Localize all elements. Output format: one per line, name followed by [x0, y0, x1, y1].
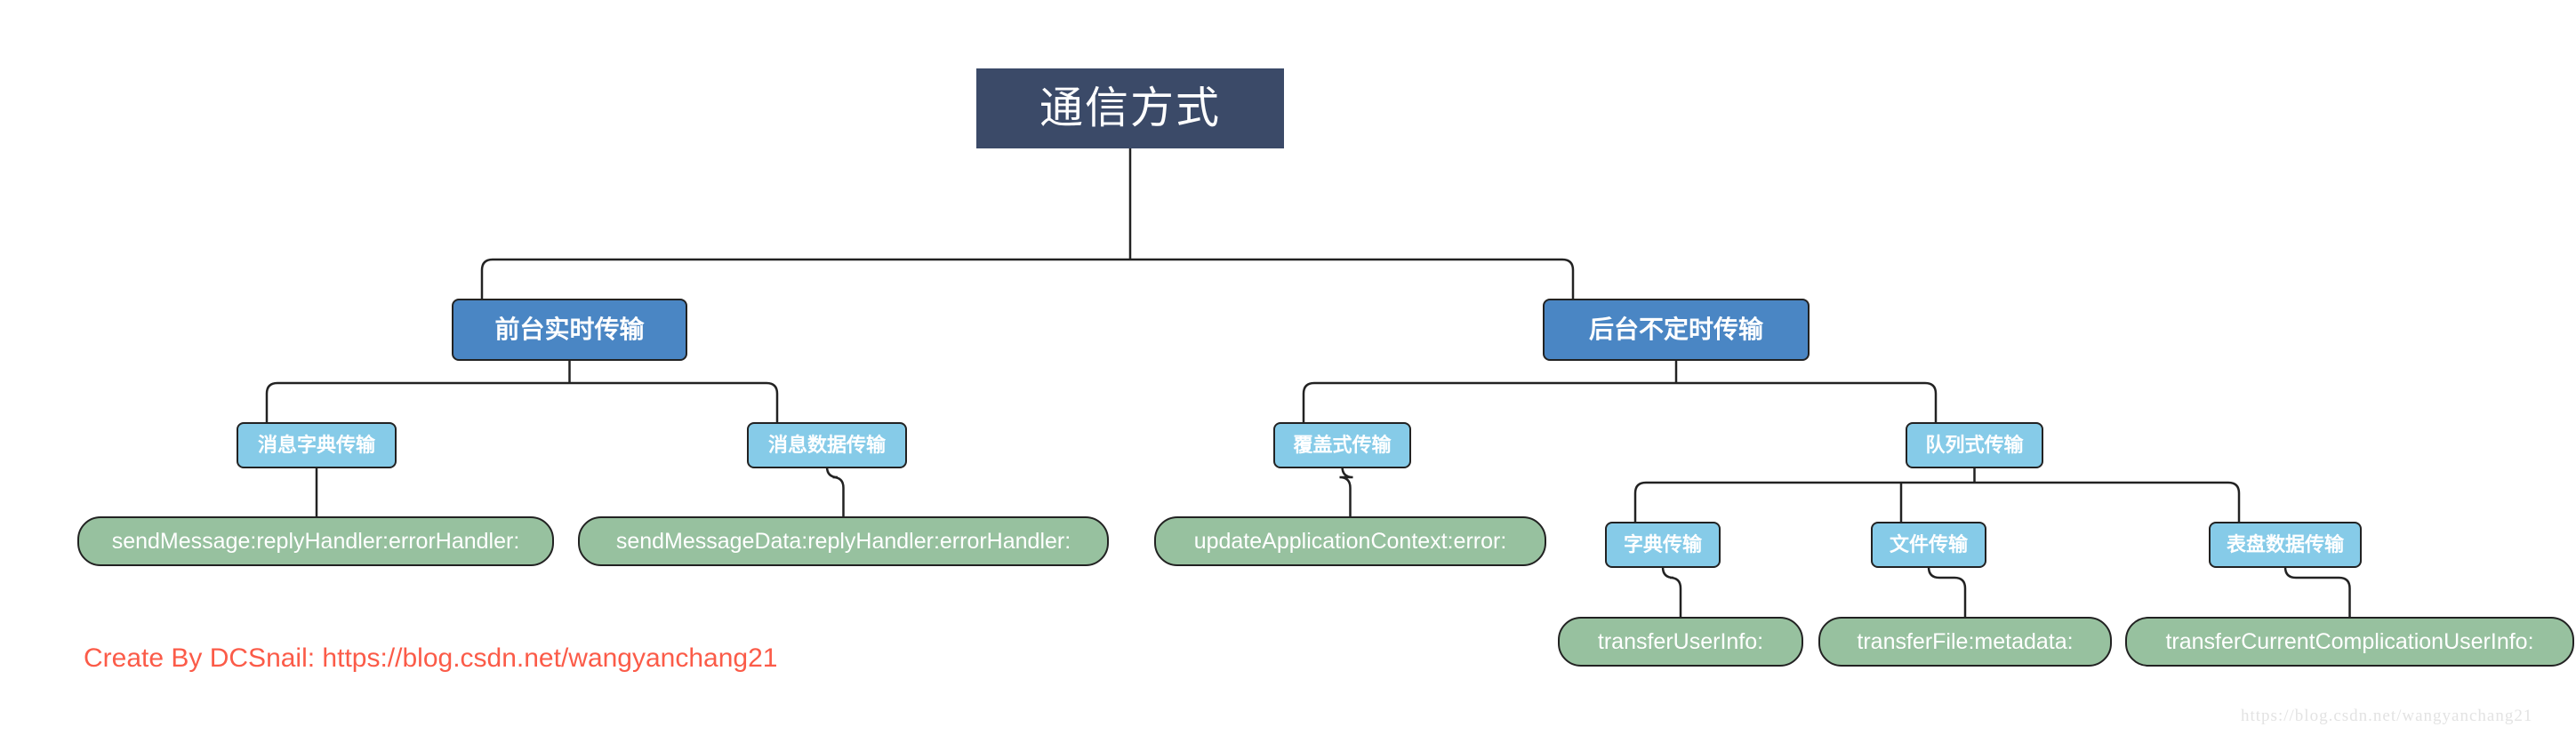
node-label: sendMessage:replyHandler:errorHandler: [111, 528, 520, 554]
node-label: 字典传输 [1623, 533, 1702, 555]
node-label: 前台实时传输 [494, 316, 645, 343]
node-update-application-context: updateApplicationContext:error: [1154, 516, 1546, 566]
node-foreground-realtime: 前台实时传输 [452, 299, 687, 361]
connector-line [480, 258, 1575, 271]
node-send-message: sendMessage:replyHandler:errorHandler: [77, 516, 554, 566]
connector-line [1302, 381, 1938, 395]
node-label: 消息字典传输 [257, 434, 375, 456]
node-label: transferFile:metadata: [1857, 628, 2074, 654]
node-root: 通信方式 [976, 68, 1284, 148]
connector-line [2283, 566, 2351, 617]
node-message-data-transfer: 消息数据传输 [747, 422, 907, 468]
node-dict-transfer: 字典传输 [1605, 522, 1721, 568]
connector-line [1927, 566, 1967, 617]
node-label: sendMessageData:replyHandler:errorHandle… [615, 528, 1071, 554]
node-label: updateApplicationContext:error: [1193, 528, 1507, 554]
node-label: 消息数据传输 [767, 434, 886, 456]
node-label: 后台不定时传输 [1588, 316, 1763, 343]
node-dial-data-transfer: 表盘数据传输 [2209, 522, 2362, 568]
node-label: 队列式传输 [1925, 434, 2024, 456]
connector-line [265, 381, 779, 395]
node-message-dict-transfer: 消息字典传输 [237, 422, 397, 468]
node-send-message-data: sendMessageData:replyHandler:errorHandle… [578, 516, 1109, 566]
node-label: 覆盖式传输 [1293, 434, 1392, 456]
node-transfer-file-metadata: transferFile:metadata: [1818, 617, 2112, 667]
node-transfer-current-complication-user-info: transferCurrentComplicationUserInfo: [2125, 617, 2574, 667]
connector-line [1339, 466, 1353, 516]
node-overwrite-transfer: 覆盖式传输 [1273, 422, 1411, 468]
node-queue-transfer: 队列式传输 [1906, 422, 2043, 468]
connector-line [1633, 481, 2241, 494]
connector-line [1661, 566, 1682, 617]
node-file-transfer: 文件传输 [1871, 522, 1986, 568]
node-label: 通信方式 [1039, 84, 1221, 132]
node-label: 表盘数据传输 [2226, 533, 2344, 555]
node-label: transferUserInfo: [1597, 628, 1764, 654]
watermark-text: https://blog.csdn.net/wangyanchang21 [2241, 707, 2533, 725]
node-label: 文件传输 [1889, 533, 1968, 555]
credit-text: Create By DCSnail: https://blog.csdn.net… [84, 643, 778, 673]
node-background-irregular: 后台不定时传输 [1543, 299, 1810, 361]
node-transfer-user-info: transferUserInfo: [1558, 617, 1803, 667]
node-label: transferCurrentComplicationUserInfo: [2165, 628, 2534, 654]
connector-line [825, 466, 845, 516]
